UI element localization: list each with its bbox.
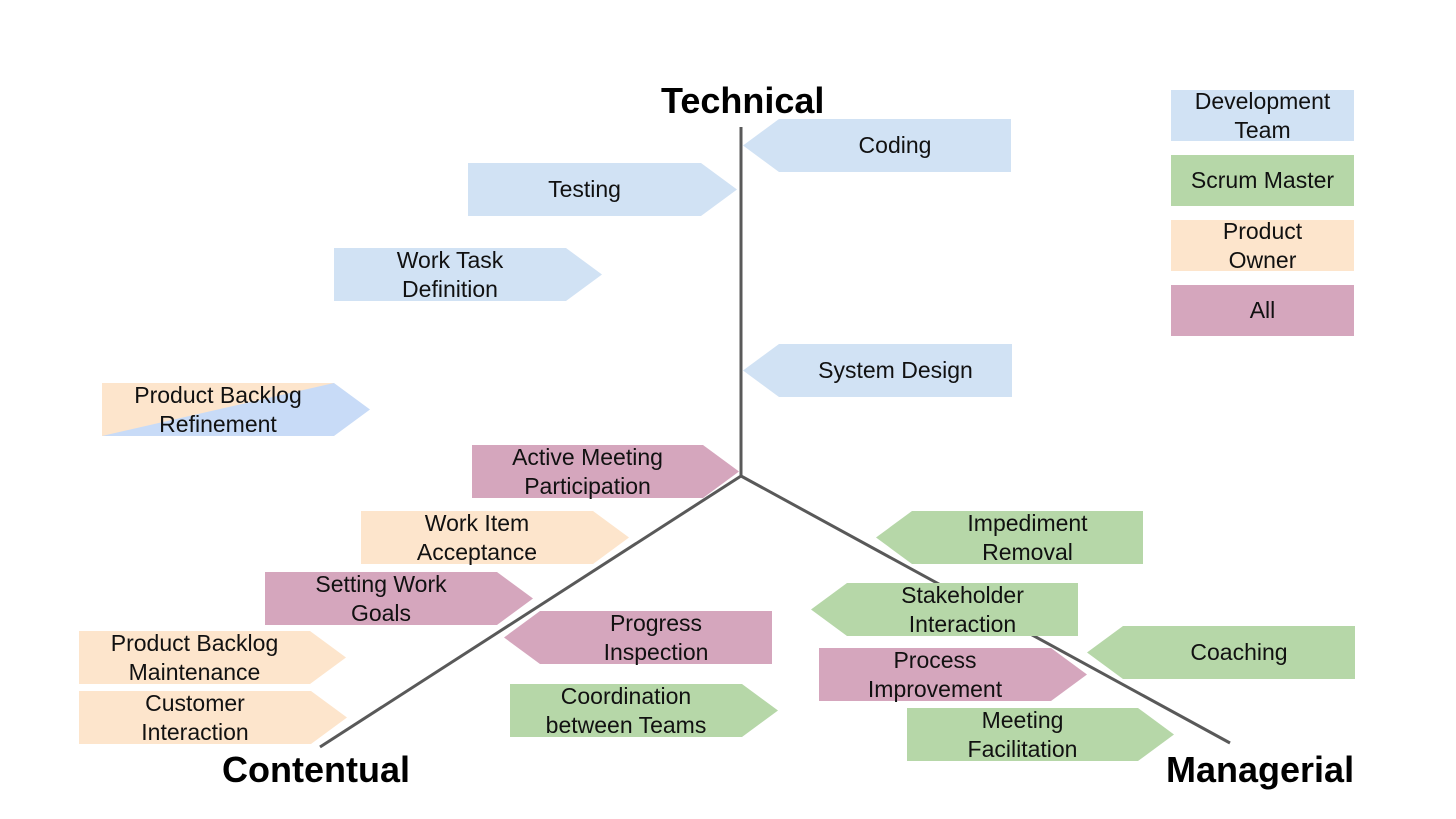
product-backlog-refinement-tag: Product Backlog Refinement bbox=[102, 381, 370, 437]
legend-scrum-master: Scrum Master bbox=[1171, 155, 1354, 206]
meeting-facilitation-tag: Meeting Facilitation bbox=[907, 706, 1174, 762]
testing-fill bbox=[468, 163, 737, 216]
product-backlog-maintenance-shape bbox=[79, 631, 346, 684]
product-backlog-maintenance-label: Product Backlog Maintenance bbox=[110, 629, 279, 685]
legend-all: All bbox=[1171, 285, 1354, 336]
system-design-label: System Design bbox=[818, 357, 973, 383]
stakeholder-interaction-fill bbox=[811, 583, 1078, 636]
setting-work-goals-shape bbox=[265, 572, 533, 625]
coordination-between-teams-label: Coordination between Teams bbox=[545, 682, 707, 738]
progress-inspection-fill bbox=[504, 611, 772, 664]
active-meeting-participation-label: Active Meeting Participation bbox=[512, 443, 663, 499]
testing-label: Testing bbox=[548, 176, 621, 202]
process-improvement-tag: Process Improvement bbox=[819, 646, 1087, 702]
work-item-acceptance-fill bbox=[361, 511, 629, 564]
stakeholder-interaction-tag: Stakeholder Interaction bbox=[811, 581, 1078, 637]
process-improvement-fill bbox=[819, 648, 1087, 701]
work-task-definition-shape bbox=[334, 248, 602, 301]
customer-interaction-label: Customer Interaction bbox=[141, 689, 249, 745]
technical-axis-title: Technical bbox=[661, 80, 825, 121]
coaching-label: Coaching bbox=[1190, 639, 1288, 665]
meeting-facilitation-fill bbox=[907, 708, 1174, 761]
active-meeting-participation-tag: Active Meeting Participation bbox=[472, 443, 739, 499]
coding-tag: Coding bbox=[743, 119, 1011, 172]
product-backlog-refinement-shape bbox=[102, 383, 370, 436]
legend-product-owner: Product Owner bbox=[1171, 218, 1354, 273]
impediment-removal-label: Impediment Removal bbox=[967, 509, 1088, 565]
setting-work-goals-label: Setting Work Goals bbox=[315, 570, 447, 626]
system-design-shape bbox=[743, 344, 1012, 397]
meeting-facilitation-shape bbox=[907, 708, 1174, 761]
process-improvement-shape bbox=[819, 648, 1087, 701]
setting-work-goals-tag: Setting Work Goals bbox=[265, 570, 533, 626]
coordination-between-teams-fill bbox=[510, 684, 778, 737]
product-backlog-maintenance-tag: Product Backlog Maintenance bbox=[79, 629, 346, 685]
active-meeting-participation-fill bbox=[472, 445, 739, 498]
stakeholder-interaction-label: Stakeholder Interaction bbox=[901, 581, 1024, 637]
coordination-between-teams-tag: Coordination between Teams bbox=[510, 682, 778, 738]
customer-interaction-shape bbox=[79, 691, 347, 744]
coding-label: Coding bbox=[858, 132, 932, 158]
testing-shape bbox=[468, 163, 737, 216]
work-task-definition-fill bbox=[334, 248, 602, 301]
managerial-axis-title: Managerial bbox=[1166, 749, 1355, 790]
product-backlog-refinement-product-owner-half bbox=[102, 383, 334, 436]
coaching-fill bbox=[1087, 626, 1355, 679]
work-task-definition-tag: Work Task Definition bbox=[334, 246, 602, 302]
contentual-axis-title: Contentual bbox=[222, 749, 410, 790]
impediment-removal-tag: Impediment Removal bbox=[876, 509, 1143, 565]
customer-interaction-fill bbox=[79, 691, 347, 744]
product-backlog-maintenance-fill bbox=[79, 631, 346, 684]
process-improvement-label: Process Improvement bbox=[867, 646, 1003, 702]
work-task-definition-label: Work Task Definition bbox=[396, 246, 504, 302]
work-item-acceptance-shape bbox=[361, 511, 629, 564]
work-item-acceptance-tag: Work Item Acceptance bbox=[361, 509, 629, 565]
coaching-tag: Coaching bbox=[1087, 626, 1355, 679]
coaching-shape bbox=[1087, 626, 1355, 679]
product-backlog-refinement-label: Product Backlog Refinement bbox=[134, 381, 302, 437]
progress-inspection-shape bbox=[504, 611, 772, 664]
work-item-acceptance-label: Work Item Acceptance bbox=[416, 509, 538, 565]
system-design-fill bbox=[743, 344, 1012, 397]
customer-interaction-tag: Customer Interaction bbox=[79, 689, 347, 745]
impediment-removal-fill bbox=[876, 511, 1143, 564]
active-meeting-participation-shape bbox=[472, 445, 739, 498]
coordination-between-teams-shape bbox=[510, 684, 778, 737]
progress-inspection-tag: Progress Inspection bbox=[504, 609, 772, 665]
impediment-removal-shape bbox=[876, 511, 1143, 564]
testing-tag: Testing bbox=[468, 163, 737, 216]
legend-development-team: Development Team bbox=[1171, 88, 1354, 143]
coding-shape bbox=[743, 119, 1011, 172]
setting-work-goals-fill bbox=[265, 572, 533, 625]
stakeholder-interaction-shape bbox=[811, 583, 1078, 636]
progress-inspection-label: Progress Inspection bbox=[603, 609, 709, 665]
coding-fill bbox=[743, 119, 1011, 172]
system-design-tag: System Design bbox=[743, 344, 1012, 397]
meeting-facilitation-label: Meeting Facilitation bbox=[967, 706, 1078, 762]
contentual-axis-line bbox=[319, 474, 742, 749]
